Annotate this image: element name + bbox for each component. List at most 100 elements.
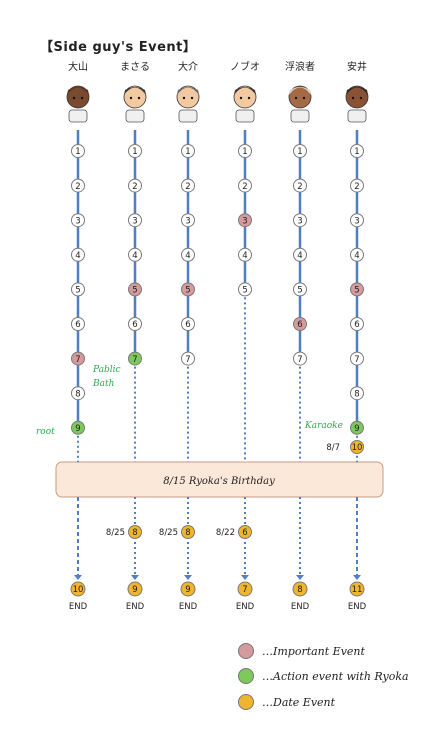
end-node-label: 10 bbox=[73, 585, 84, 595]
character-column-4 bbox=[233, 85, 257, 597]
event-node-label: 6 bbox=[185, 320, 190, 330]
event-node-label: 8 bbox=[75, 389, 80, 399]
portrait-body bbox=[290, 109, 310, 123]
end-label: END bbox=[69, 602, 88, 612]
portrait-body bbox=[347, 109, 367, 123]
event-node-label: 1 bbox=[185, 147, 190, 157]
portrait-eye bbox=[351, 96, 355, 100]
event-node-label: 1 bbox=[75, 147, 80, 157]
portrait-face bbox=[176, 85, 200, 109]
event-node-label: 7 bbox=[185, 355, 190, 365]
event-node-label: 2 bbox=[132, 182, 137, 192]
event-node-normal bbox=[293, 351, 307, 366]
event-node-important bbox=[293, 317, 307, 331]
legend-date-text: …Date Event bbox=[262, 695, 336, 709]
event-node-normal bbox=[128, 144, 142, 158]
event-node-label: 1 bbox=[242, 147, 247, 157]
character-column-1 bbox=[66, 85, 90, 597]
event-node-normal bbox=[238, 282, 252, 297]
event-node-important bbox=[181, 282, 195, 297]
event-node-label: 1 bbox=[354, 147, 359, 157]
event-node-label: 7 bbox=[354, 355, 359, 365]
portrait-face bbox=[66, 85, 90, 109]
portrait-body bbox=[178, 109, 198, 123]
portrait-eye bbox=[294, 96, 298, 100]
event-node-label: 5 bbox=[242, 286, 247, 296]
arrow-down-icon bbox=[184, 575, 192, 580]
event-node-normal bbox=[71, 144, 85, 158]
character-name: 浮浪者 bbox=[285, 60, 315, 73]
portrait-hair bbox=[67, 87, 89, 95]
end-node-label: 11 bbox=[352, 585, 363, 595]
legend-important-text: …Important Event bbox=[262, 644, 365, 658]
event-node-normal bbox=[293, 282, 307, 297]
event-node-normal bbox=[128, 247, 142, 262]
event-node-normal bbox=[181, 317, 195, 331]
character-column-3 bbox=[176, 85, 200, 597]
portrait-4-icon bbox=[233, 85, 257, 123]
action-event-swatch bbox=[238, 668, 254, 684]
event-node-label: 4 bbox=[75, 251, 80, 261]
event-node-normal bbox=[350, 386, 364, 401]
portrait-eye bbox=[72, 96, 76, 100]
arrow-down-icon bbox=[241, 575, 249, 580]
event-node-normal bbox=[350, 213, 364, 228]
date-event-swatch bbox=[238, 694, 254, 710]
date-event-date: 8/22 bbox=[216, 528, 235, 538]
event-node-label: 6 bbox=[297, 320, 302, 330]
portrait-hair bbox=[289, 87, 311, 95]
portrait-2-icon bbox=[123, 85, 147, 123]
end-node-label: 9 bbox=[185, 585, 190, 595]
event-node-normal bbox=[71, 317, 85, 331]
event-node-date bbox=[181, 525, 195, 539]
event-node-label: 9 bbox=[354, 424, 359, 434]
portrait-eye bbox=[182, 96, 186, 100]
side-note-text: root bbox=[36, 427, 55, 437]
legend-action-text: …Action event with Ryoka bbox=[262, 669, 409, 683]
portrait-5-icon bbox=[288, 85, 312, 123]
end-label: END bbox=[348, 602, 367, 612]
portrait-eye bbox=[129, 96, 133, 100]
event-node-normal bbox=[350, 247, 364, 262]
event-node-label: 2 bbox=[297, 182, 302, 192]
event-node-label: 5 bbox=[354, 286, 359, 296]
event-node-label: 3 bbox=[132, 216, 137, 226]
event-node-normal bbox=[238, 144, 252, 158]
event-node-normal bbox=[350, 144, 364, 158]
character-column-2 bbox=[123, 85, 147, 597]
event-node-normal bbox=[181, 178, 195, 193]
side-note-text: Karaoke bbox=[304, 421, 343, 431]
portrait-eye bbox=[190, 96, 194, 100]
event-node-label: 6 bbox=[242, 528, 247, 538]
end-label: END bbox=[179, 602, 198, 612]
portrait-eye bbox=[302, 96, 306, 100]
event-node-label: 4 bbox=[242, 251, 247, 261]
event-node-important bbox=[71, 351, 85, 366]
event-node-normal bbox=[350, 317, 364, 331]
event-node-normal bbox=[293, 247, 307, 262]
portrait-eye bbox=[239, 96, 243, 100]
event-node-normal bbox=[128, 317, 142, 331]
event-node-label: 3 bbox=[75, 216, 80, 226]
side-note-text: Pablic bbox=[92, 365, 121, 375]
event-node-label: 3 bbox=[297, 216, 302, 226]
portrait-eye bbox=[137, 96, 141, 100]
event-node-normal bbox=[71, 282, 85, 297]
event-node-date bbox=[238, 525, 252, 539]
event-node-normal bbox=[181, 247, 195, 262]
event-node-label: 2 bbox=[75, 182, 80, 192]
event-node-label: 7 bbox=[132, 355, 137, 365]
event-node-important bbox=[350, 282, 364, 297]
event-node-label: 5 bbox=[185, 286, 190, 296]
arrow-down-icon bbox=[296, 575, 304, 580]
portrait-eye bbox=[359, 96, 363, 100]
event-node-label: 2 bbox=[185, 182, 190, 192]
end-label: END bbox=[291, 602, 310, 612]
event-node-label: 8 bbox=[354, 389, 359, 399]
event-node-label: 3 bbox=[242, 216, 247, 226]
event-node-label: 7 bbox=[75, 355, 80, 365]
event-node-label: 8 bbox=[185, 528, 190, 538]
character-name: 大介 bbox=[178, 60, 198, 73]
portrait-eye bbox=[247, 96, 251, 100]
event-node-date bbox=[128, 525, 142, 539]
